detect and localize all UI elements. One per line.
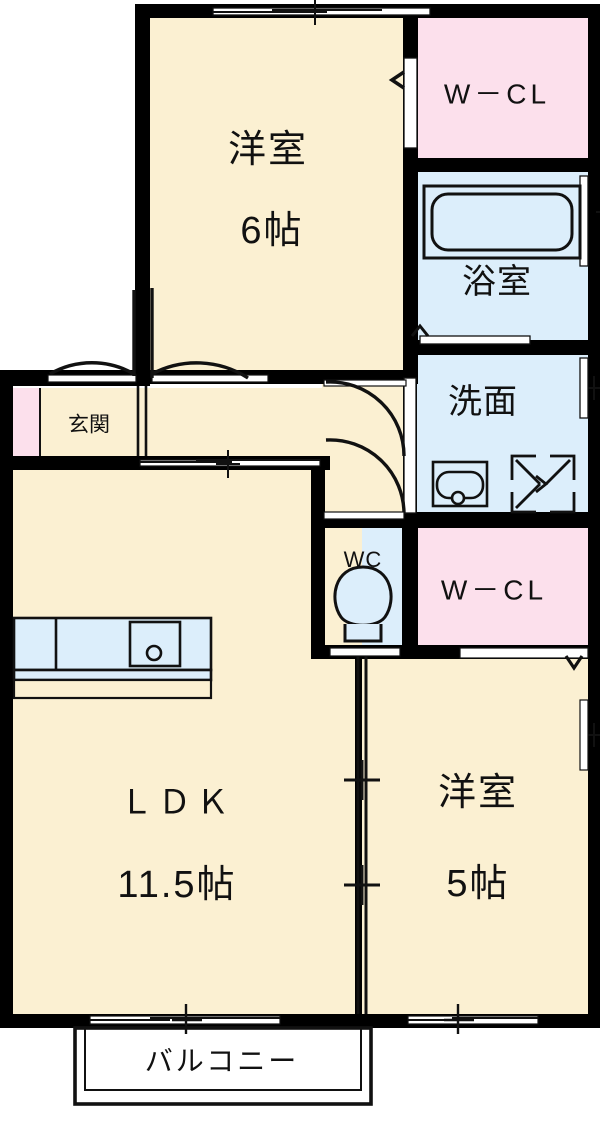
wall-wcl-bathroom bbox=[403, 158, 588, 172]
room-fill-bedroom-north bbox=[150, 18, 403, 378]
sink-icon bbox=[431, 460, 489, 508]
washroom-window bbox=[579, 357, 600, 419]
wall-washroom-bottom bbox=[403, 512, 588, 528]
wall-ldk-left bbox=[0, 456, 13, 1026]
toilet-door[interactable] bbox=[329, 647, 401, 657]
balcony-outline bbox=[73, 1026, 373, 1106]
bathtub-icon bbox=[422, 184, 582, 260]
label-wcl-south: W－CL bbox=[441, 574, 547, 605]
bedroom-north-door[interactable] bbox=[150, 288, 269, 383]
entrance-door[interactable] bbox=[47, 290, 137, 383]
label-ldk-name: ＬＤＫ bbox=[120, 784, 234, 821]
wall-north-top-right bbox=[418, 4, 588, 18]
corridor-door[interactable] bbox=[323, 438, 406, 520]
wall-toilet-right bbox=[402, 512, 418, 657]
wall-right-outer-upper bbox=[588, 4, 600, 524]
bathroom-door[interactable] bbox=[410, 323, 531, 345]
label-bedroom-north-size: 6帖 bbox=[240, 210, 303, 252]
hall-ldk-opening bbox=[139, 450, 321, 478]
openings bbox=[39, 0, 600, 1034]
entrance-divider bbox=[39, 386, 148, 456]
room-fill-ldk bbox=[12, 468, 362, 1020]
label-bedroom-north-name: 洋室 bbox=[228, 129, 308, 171]
label-bedroom-south-size: 5帖 bbox=[446, 863, 509, 905]
fixtures bbox=[12, 184, 582, 1106]
closet-door[interactable] bbox=[459, 647, 589, 671]
label-bathroom: 浴室 bbox=[462, 263, 532, 301]
ldk-bedroom-partition[interactable] bbox=[344, 656, 380, 1014]
room-fill-bedroom-south bbox=[362, 653, 588, 1020]
room-fill-walk-in-closet-south bbox=[410, 528, 588, 653]
room-fill-walk-in-closet-north bbox=[418, 18, 588, 158]
corridor-door[interactable] bbox=[323, 379, 407, 457]
room-fill-entrance bbox=[12, 388, 322, 456]
closet-door[interactable] bbox=[388, 57, 418, 149]
kitchen-counter-icon bbox=[12, 616, 213, 700]
room-labels: 洋室 6帖 W－CL 浴室 洗面 WC W－CL 玄関 ＬＤＫ 11.5帖 洋室… bbox=[68, 78, 550, 1076]
label-washroom: 洗面 bbox=[448, 383, 518, 421]
wall-right-outer-lower bbox=[588, 510, 600, 1026]
kitchen-sink-icon bbox=[128, 620, 182, 668]
label-entrance: 玄関 bbox=[68, 414, 110, 437]
label-toilet: WC bbox=[344, 547, 383, 572]
balcony-window[interactable] bbox=[407, 1004, 539, 1034]
washing-machine-icon bbox=[510, 454, 576, 514]
wall-corridor-left bbox=[311, 456, 325, 656]
window bbox=[212, 0, 431, 25]
label-ldk-size: 11.5帖 bbox=[117, 864, 236, 906]
balcony-window[interactable] bbox=[89, 1004, 281, 1034]
bedroom-south-window bbox=[579, 699, 600, 771]
wall-entrance-left bbox=[0, 370, 13, 470]
wall-bedroom-north-left bbox=[135, 4, 150, 384]
toilet-icon bbox=[333, 565, 393, 643]
label-bedroom-south-name: 洋室 bbox=[438, 772, 518, 814]
label-balcony: バルコニー bbox=[145, 1045, 299, 1076]
label-wcl-north: W－CL bbox=[444, 78, 550, 109]
corridor-door[interactable] bbox=[403, 377, 417, 514]
room-fill-shoe-cabinet bbox=[12, 388, 40, 456]
